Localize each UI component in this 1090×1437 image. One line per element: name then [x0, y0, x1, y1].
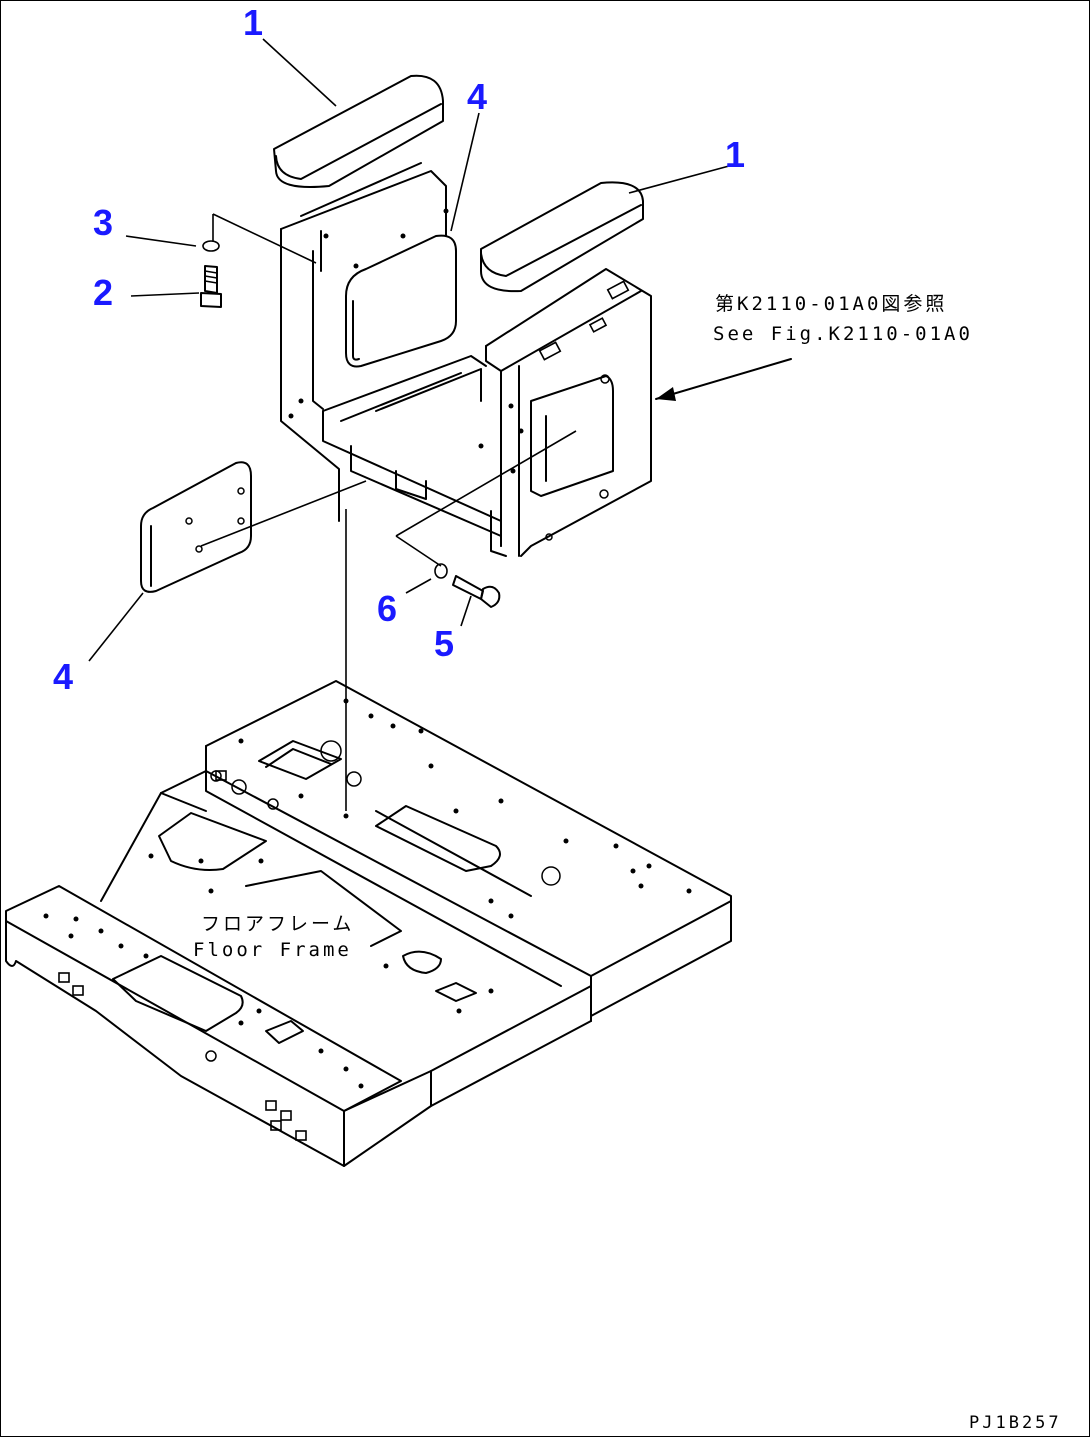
- console-box: [280, 162, 652, 557]
- callout-washer-3: 3: [93, 202, 114, 243]
- floor-frame-label-jp: フロアフレーム: [201, 913, 355, 935]
- armrest-right: [480, 181, 644, 293]
- drawing-code: PJ1B257: [969, 1413, 1062, 1433]
- leader-lines: [88, 38, 792, 811]
- reference-note-jp: 第K2110-01A0図参照: [715, 293, 948, 315]
- callout-armrest-top: 1: [243, 2, 264, 43]
- pad-lower-left: [140, 461, 252, 593]
- armrest-top-left: [273, 74, 444, 188]
- callout-armrest-right: 1: [725, 134, 746, 175]
- reference-note-en: See Fig.K2110-01A0: [713, 323, 973, 345]
- callout-pad-left: 4: [53, 656, 74, 697]
- floor-frame: [5, 680, 732, 1167]
- callout-bolt-2: 2: [93, 272, 114, 313]
- callout-bolt-5: 5: [434, 623, 455, 664]
- floor-frame-label-en: Floor Frame: [193, 939, 352, 961]
- bolt-2-washer-3: [200, 213, 317, 308]
- callout-pad-top: 4: [467, 76, 488, 117]
- bolt-5-washer-6: [395, 430, 577, 608]
- callout-washer-6: 6: [377, 588, 398, 629]
